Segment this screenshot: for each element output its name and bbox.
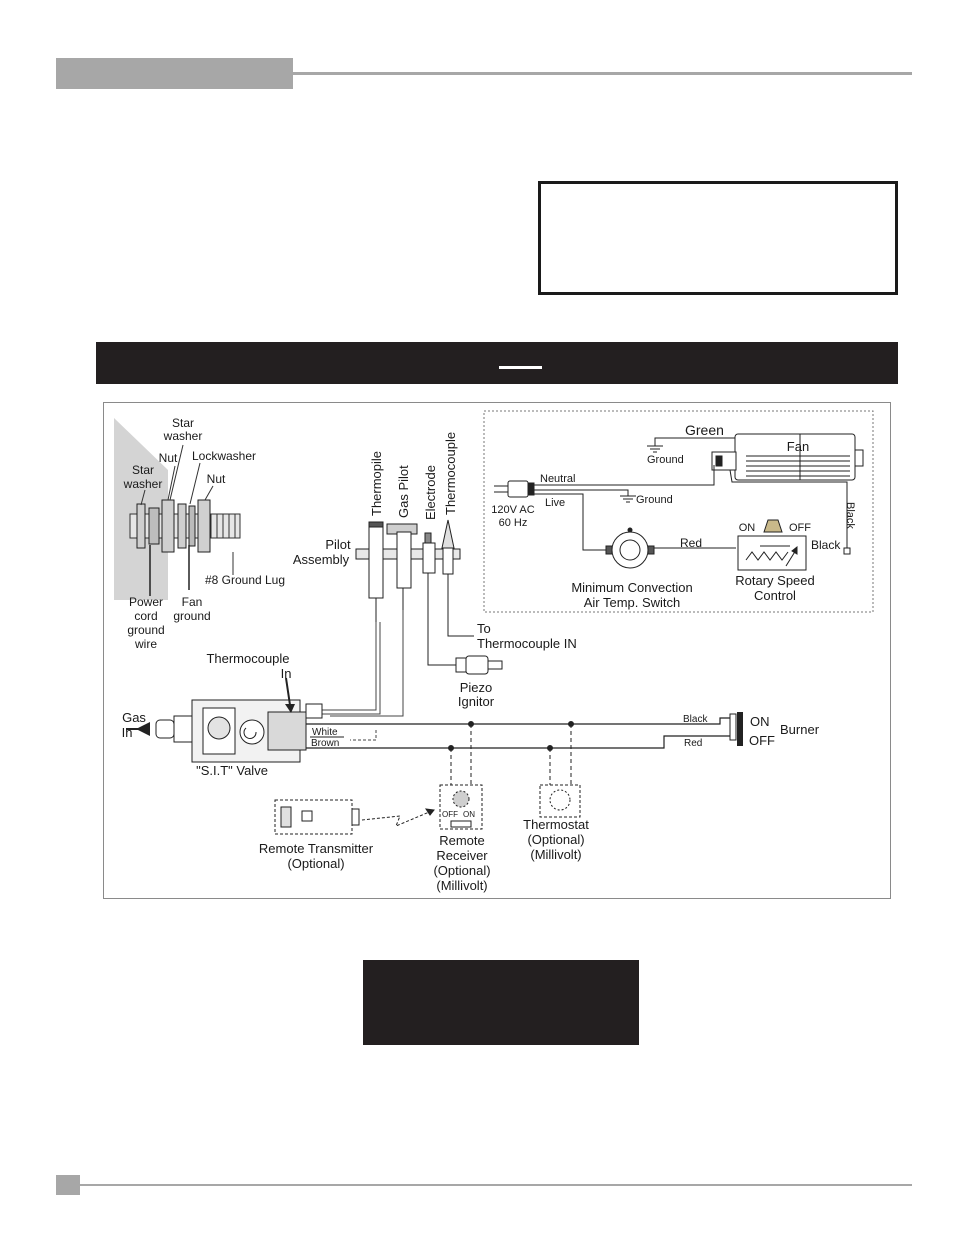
- sit-valve: [155, 699, 323, 763]
- thermostat-label-3: (Millivolt): [530, 847, 581, 862]
- power-plug: [494, 480, 535, 498]
- gas-in-label-2: In: [122, 725, 133, 740]
- fan-circuit-box: [483, 410, 874, 613]
- green-wire-label: Green: [685, 422, 724, 438]
- lockwasher-label: Lockwasher: [192, 449, 256, 463]
- thermocouple-in-label-1: Thermocouple: [206, 651, 289, 666]
- black-control-label: Black: [811, 538, 841, 552]
- pilot-assembly-label-1: Pilot: [325, 537, 351, 552]
- power-label-2: 60 Hz: [499, 517, 528, 529]
- brown-wire-label: Brown: [311, 738, 339, 749]
- star-washer-top-label-2: washer: [163, 429, 203, 443]
- white-wire-label: White: [312, 727, 338, 738]
- remote-receiver-label-1: Remote: [439, 833, 485, 848]
- rotary-label-1: Rotary Speed: [735, 573, 815, 588]
- nut-label-1: Nut: [159, 451, 178, 465]
- neutral-label: Neutral: [540, 473, 575, 485]
- fan-unit: [711, 433, 864, 481]
- ground-label-2: Ground: [636, 494, 673, 506]
- burner-off-label: OFF: [749, 733, 775, 748]
- diagram-frame: [103, 402, 891, 899]
- footer-page-square: [56, 1175, 80, 1195]
- remote-receiver: [439, 784, 483, 830]
- pilot-assembly-label-2: Assembly: [293, 552, 350, 567]
- power-cord-label-4: wire: [134, 637, 157, 651]
- min-convection-switch: [605, 527, 655, 569]
- black-fan-label: Black: [844, 502, 856, 529]
- remote-transmitter-label-1: Remote Transmitter: [259, 841, 374, 856]
- section-title-bar: [96, 342, 898, 384]
- remote-transmitter-label-2: (Optional): [287, 856, 344, 871]
- power-label-1: 120V AC: [491, 504, 534, 516]
- star-washer-left-label-2: washer: [123, 477, 163, 491]
- footer-rule: [80, 1184, 912, 1186]
- min-conv-label-1: Minimum Convection: [571, 580, 692, 595]
- notice-box: [538, 181, 898, 295]
- piezo-label-1: Piezo: [460, 680, 493, 695]
- thermopile-label: Thermopile: [369, 451, 384, 516]
- gas-in-label-1: Gas: [122, 710, 146, 725]
- nut-label-2: Nut: [207, 472, 226, 486]
- thermocouple-in-label-2: In: [281, 666, 292, 681]
- star-washer-left-label: Star: [132, 463, 154, 477]
- thermostat-label-2: (Optional): [527, 832, 584, 847]
- to-thermocouple-label-1: To: [477, 621, 491, 636]
- fan-ground-label-2: ground: [173, 609, 210, 623]
- pilot-assembly: [355, 519, 461, 622]
- receiver-on-label: ON: [463, 810, 475, 819]
- electrode-label: Electrode: [423, 465, 438, 520]
- burner-label: Burner: [780, 722, 820, 737]
- burner-switch: [729, 712, 743, 746]
- thermostat-label-1: Thermostat: [523, 817, 589, 832]
- power-cord-label-2: cord: [134, 609, 157, 623]
- thermocouple-label: Thermocouple: [443, 432, 458, 515]
- remote-receiver-label-3: (Optional): [433, 863, 490, 878]
- fan-ground-label-1: Fan: [182, 595, 203, 609]
- live-label: Live: [545, 497, 565, 509]
- ground-lug-assembly: [114, 418, 241, 600]
- remote-receiver-label-2: Receiver: [436, 848, 488, 863]
- piezo-ignitor: [455, 655, 503, 675]
- to-thermocouple-label-2: Thermocouple IN: [477, 636, 577, 651]
- gas-pilot-label: Gas Pilot: [396, 465, 411, 518]
- remote-receiver-label-4: (Millivolt): [436, 878, 487, 893]
- header-tab: [56, 58, 293, 89]
- thermostat: [539, 784, 581, 818]
- piezo-label-2: Ignitor: [458, 694, 495, 709]
- section-title-dash: [499, 366, 542, 369]
- ground-lug-label: #8 Ground Lug: [205, 573, 285, 587]
- red-burner-label: Red: [684, 738, 702, 749]
- min-conv-label-2: Air Temp. Switch: [584, 595, 681, 610]
- header-rule: [293, 72, 912, 75]
- burner-on-label: ON: [750, 714, 770, 729]
- remote-transmitter: [274, 799, 435, 835]
- rotary-label-2: Control: [754, 588, 796, 603]
- red-fan-label: Red: [680, 536, 702, 550]
- power-cord-label-1: Power: [129, 595, 163, 609]
- switch-on-label: ON: [739, 522, 756, 534]
- star-washer-top-label: Star: [172, 416, 194, 430]
- switch-off-label: OFF: [789, 522, 811, 534]
- black-burner-label: Black: [683, 714, 708, 725]
- caption-box: [363, 960, 639, 1045]
- rotary-speed-control: [737, 519, 807, 571]
- receiver-off-label: OFF: [442, 810, 458, 819]
- sit-valve-label: "S.I.T" Valve: [196, 763, 268, 778]
- power-cord-label-3: ground: [127, 623, 164, 637]
- fan-label: Fan: [787, 439, 809, 454]
- ground-label-1: Ground: [647, 454, 684, 466]
